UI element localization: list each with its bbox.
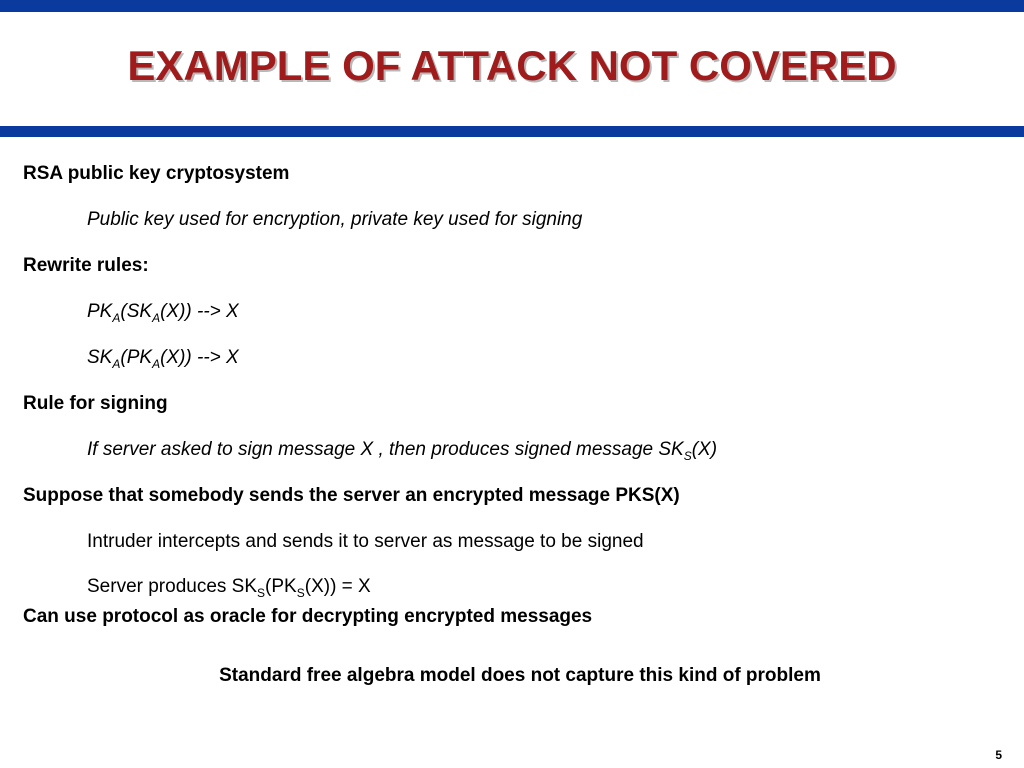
rewrite-rule-2: SKA(PKA(X)) --> X (87, 346, 239, 370)
conclusion-note: Standard free algebra model does not cap… (219, 665, 821, 686)
rule1-tail: (X)) --> X (160, 301, 239, 322)
rule2-sk-subscript: A (112, 357, 121, 371)
rsa-heading: RSA public key cryptosystem (23, 163, 290, 184)
slide-title: EXAMPLE OF ATTACK NOT COVERED (127, 42, 897, 89)
rule1-pk: PK (87, 301, 113, 322)
rewrite-rules-heading: Rewrite rules: (23, 255, 149, 276)
server-produces-line: Server produces SKS(PKS(X)) = X (87, 575, 371, 599)
server-line-mid: (PK (265, 576, 297, 597)
title-underline-bar (0, 126, 1024, 137)
rule2-pk: (PK (120, 347, 153, 368)
signing-heading: Rule for signing (23, 393, 168, 414)
rule1-pk-subscript: A (112, 311, 121, 325)
rule2-tail: (X)) --> X (160, 347, 239, 368)
rule1-sk: (SK (120, 301, 153, 322)
page-number: 5 (995, 748, 1002, 762)
server-line-subscript-2: S (296, 586, 305, 600)
rewrite-rule-1: PKA(SKA(X)) --> X (87, 300, 239, 324)
oracle-heading: Can use protocol as oracle for decryptin… (23, 606, 593, 627)
server-line-prefix: Server produces SK (87, 576, 258, 597)
signing-detail-text: If server asked to sign message X , then… (87, 439, 684, 460)
rule1-sk-subscript: A (152, 311, 161, 325)
signing-detail: If server asked to sign message X , then… (87, 438, 717, 462)
rule2-sk: SK (87, 347, 113, 368)
server-line-subscript-1: S (257, 586, 266, 600)
suppose-heading: Suppose that somebody sends the server a… (23, 485, 680, 506)
rsa-detail: Public key used for encryption, private … (87, 209, 583, 230)
intruder-line: Intruder intercepts and sends it to serv… (87, 531, 644, 552)
server-line-tail: (X)) = X (304, 576, 371, 597)
top-banner (0, 0, 1024, 12)
rule2-pk-subscript: A (152, 357, 161, 371)
signing-detail-tail: (X) (691, 439, 718, 460)
signing-detail-subscript: S (683, 449, 692, 463)
